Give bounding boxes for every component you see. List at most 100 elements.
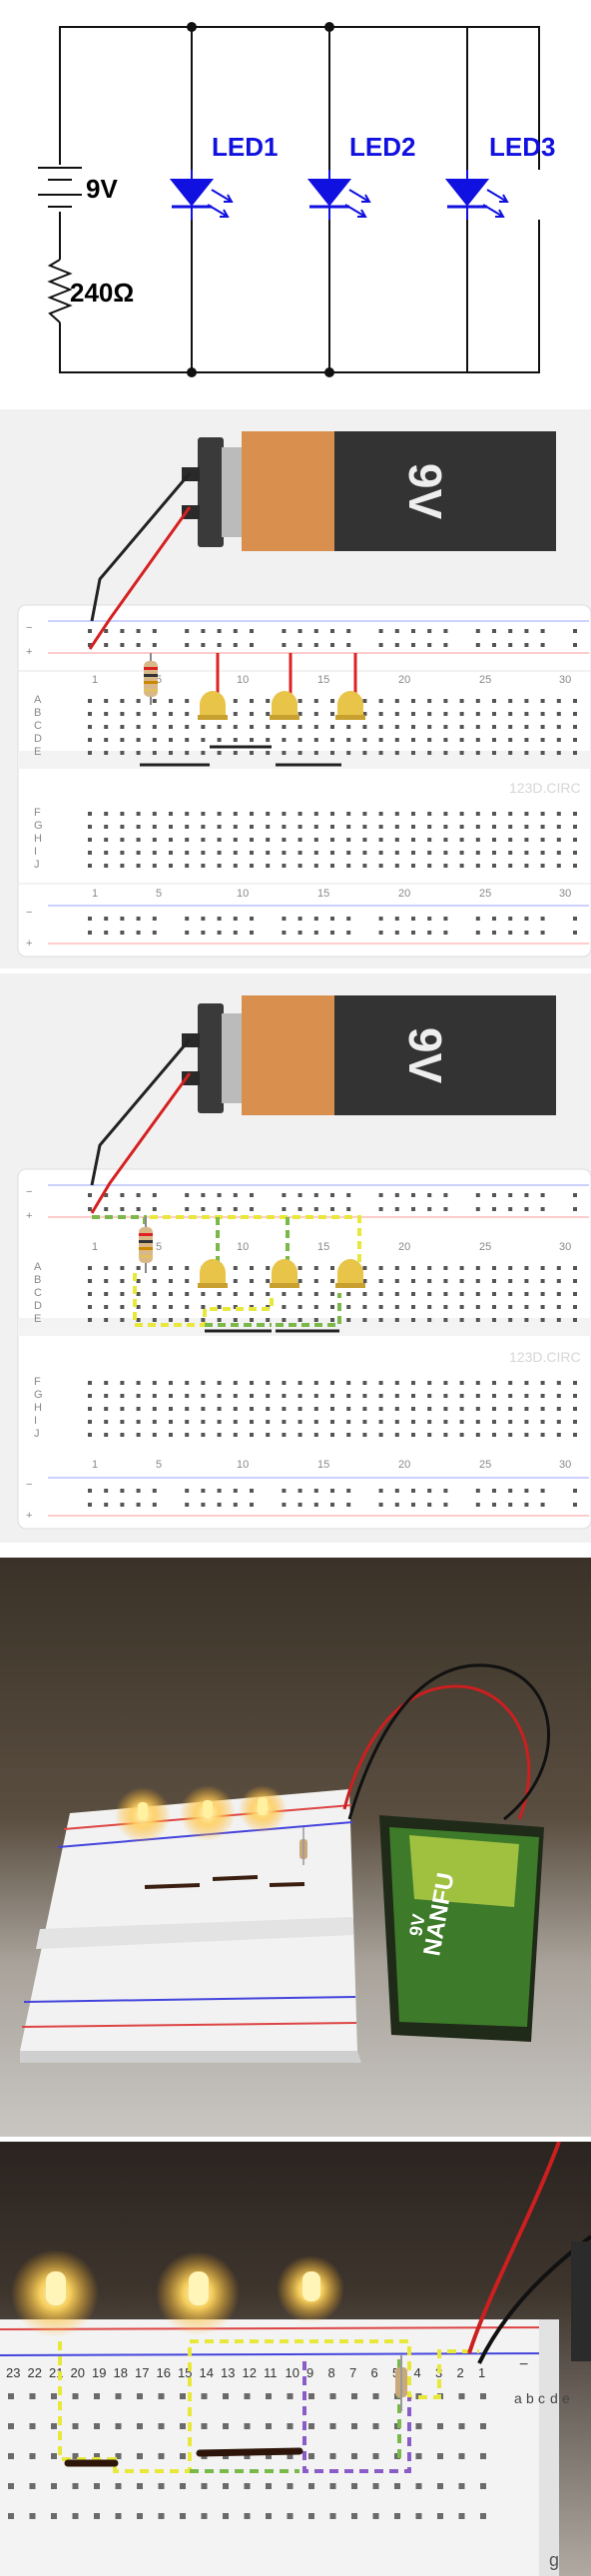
breadboard-hole <box>378 838 383 842</box>
breadboard-hole <box>250 931 254 935</box>
breadboard-hole <box>104 629 109 633</box>
photo-hole <box>351 2453 357 2459</box>
breadboard-hole <box>394 1266 399 1270</box>
breadboard-hole <box>394 1489 399 1493</box>
col-number: 20 <box>398 674 410 686</box>
breadboard-hole <box>540 864 545 868</box>
breadboard-hole <box>508 931 513 935</box>
col-number: 15 <box>317 674 329 686</box>
breadboard-hole <box>443 1318 448 1322</box>
breadboard-hole <box>459 699 464 703</box>
breadboard-hole <box>88 1407 92 1411</box>
resistor <box>144 653 158 705</box>
led1-label: LED1 <box>212 132 278 162</box>
breadboard-hole <box>201 825 206 829</box>
col-number: 5 <box>156 1241 162 1253</box>
breadboard-hole <box>573 725 577 729</box>
breadboard-hole <box>104 1318 109 1322</box>
row-letter-c: C <box>34 720 42 732</box>
breadboard-hole <box>266 851 271 855</box>
col-number: 25 <box>479 1241 491 1253</box>
breadboard-hole <box>573 1420 577 1424</box>
breadboard-hole <box>88 1266 92 1270</box>
breadboard-hole <box>297 1279 302 1283</box>
breadboard-hole <box>217 1305 222 1309</box>
photo-hole <box>394 2513 400 2519</box>
battery-voltage-label: 9V <box>86 174 118 204</box>
breadboard-hole <box>120 812 125 816</box>
breadboard-hole <box>411 917 415 921</box>
photo-hole <box>287 2513 294 2519</box>
breadboard-hole <box>201 725 206 729</box>
breadboard-hole <box>378 851 383 855</box>
breadboard-hole <box>427 1318 432 1322</box>
breadboard-hole <box>346 1318 351 1322</box>
breadboard-hole <box>475 1407 480 1411</box>
breadboard-hole <box>540 1193 545 1197</box>
breadboard-hole <box>266 1407 271 1411</box>
breadboard-hole <box>524 825 529 829</box>
photo-hole <box>329 2483 336 2489</box>
photo-hole <box>51 2423 57 2429</box>
breadboard-hole <box>201 1394 206 1398</box>
breadboard-hole <box>136 825 141 829</box>
breadboard-hole <box>88 1503 92 1507</box>
breadboard-hole <box>313 738 318 742</box>
breadboard-diagram-1: − + − + A B C D E F G H I J 1 5 10 15 20… <box>0 409 591 968</box>
breadboard-hole <box>475 712 480 716</box>
breadboard-hole <box>573 738 577 742</box>
photo-hole <box>437 2423 443 2429</box>
breadboard-hole <box>313 1305 318 1309</box>
breadboard-hole <box>169 864 173 868</box>
breadboard-hole <box>169 1407 173 1411</box>
breadboard-hole <box>346 725 351 729</box>
breadboard-hole <box>297 1381 302 1385</box>
breadboard-hole <box>492 825 496 829</box>
row-letter-i: I <box>34 846 37 858</box>
breadboard-hole <box>217 1433 222 1437</box>
breadboard-hole <box>378 738 383 742</box>
breadboard-hole <box>459 851 464 855</box>
breadboard-hole <box>330 699 334 703</box>
breadboard-hole <box>282 738 287 742</box>
breadboard-hole <box>427 1433 432 1437</box>
photo-hole <box>180 2483 186 2489</box>
breadboard-hole <box>169 725 173 729</box>
breadboard-hole <box>346 812 351 816</box>
breadboard-hole <box>120 864 125 868</box>
breadboard-hole <box>201 1503 206 1507</box>
photo-hole <box>94 2483 100 2489</box>
breadboard-hole <box>201 1305 206 1309</box>
breadboard-hole <box>250 1420 254 1424</box>
row-letter-f: F <box>34 1376 41 1388</box>
breadboard-hole <box>136 712 141 716</box>
breadboard-hole <box>508 812 513 816</box>
breadboard-hole <box>136 1292 141 1296</box>
breadboard-hole <box>282 629 287 633</box>
breadboard-hole <box>185 1305 190 1309</box>
breadboard-hole <box>266 812 271 816</box>
breadboard-hole <box>573 629 577 633</box>
breadboard-hole <box>411 699 415 703</box>
breadboard-hole <box>556 825 561 829</box>
breadboard-hole <box>394 751 399 755</box>
breadboard-hole <box>313 1407 318 1411</box>
breadboard-hole <box>443 1207 448 1211</box>
breadboard-hole <box>427 1279 432 1283</box>
breadboard-hole <box>88 1292 92 1296</box>
breadboard-hole <box>411 1420 415 1424</box>
photo-hole <box>351 2423 357 2429</box>
breadboard-hole <box>411 1266 415 1270</box>
battery-9v: 9V <box>182 995 556 1115</box>
breadboard-hole <box>556 1292 561 1296</box>
breadboard-hole <box>250 1207 254 1211</box>
breadboard-hole <box>427 931 432 935</box>
photo-hole <box>266 2483 272 2489</box>
breadboard-hole <box>266 751 271 755</box>
breadboard-hole <box>136 1433 141 1437</box>
breadboard-holes <box>88 1193 577 1507</box>
breadboard-hole <box>169 851 173 855</box>
breadboard-hole <box>362 825 367 829</box>
photo-row-number: 22 <box>28 2365 42 2380</box>
led2-label: LED2 <box>349 132 415 162</box>
